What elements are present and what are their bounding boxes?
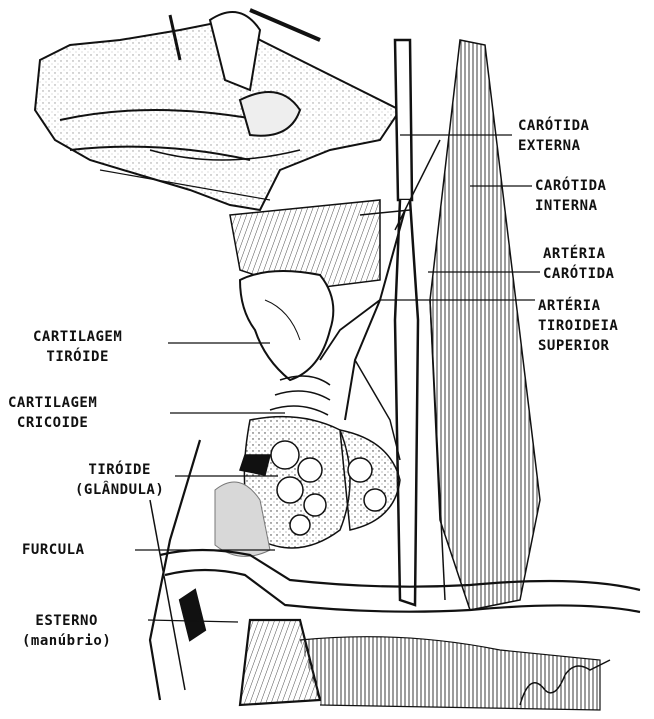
label-esterno-manubrio: ESTERNO (manúbrio) (22, 611, 111, 651)
label-carotida-externa: CARÓTIDA EXTERNA (518, 116, 589, 156)
label-line: INTERNA (535, 196, 606, 216)
label-line: CRICOIDE (8, 413, 97, 433)
label-line: (GLÂNDULA) (75, 480, 164, 500)
label-line: FURCULA (22, 540, 85, 560)
label-arteria-carotida: ARTÉRIA CARÓTIDA (543, 244, 614, 284)
trachea (270, 376, 330, 415)
label-line: TIROIDEIA (538, 316, 618, 336)
label-furcula: FURCULA (22, 540, 85, 560)
thyroid-cartilage (240, 271, 333, 380)
label-carotida-interna: CARÓTIDA INTERNA (535, 176, 606, 216)
label-line: (manúbrio) (22, 631, 111, 651)
label-line: SUPERIOR (538, 336, 618, 356)
label-line: EXTERNA (518, 136, 589, 156)
label-line: CARTILAGEM (33, 327, 122, 347)
label-arteria-tiroideia-superior: ARTÉRIA TIROIDEIA SUPERIOR (538, 296, 618, 356)
label-line: ESTERNO (22, 611, 111, 631)
label-line: ARTÉRIA (538, 296, 618, 316)
label-line: CARÓTIDA (518, 116, 589, 136)
label-cartilagem-tiroide: CARTILAGEM TIRÓIDE (33, 327, 122, 367)
label-line: ARTÉRIA (543, 244, 614, 264)
label-tiroide-glandula: TIRÓIDE (GLÂNDULA) (75, 460, 164, 500)
mandible-region (35, 10, 400, 210)
label-line: CARÓTIDA (543, 264, 614, 284)
label-line: CARTILAGEM (8, 393, 97, 413)
label-line: TIRÓIDE (33, 347, 122, 367)
label-line: CARÓTIDA (535, 176, 606, 196)
label-cartilagem-cricoide: CARTILAGEM CRICOIDE (8, 393, 97, 433)
label-line: TIRÓIDE (75, 460, 164, 480)
